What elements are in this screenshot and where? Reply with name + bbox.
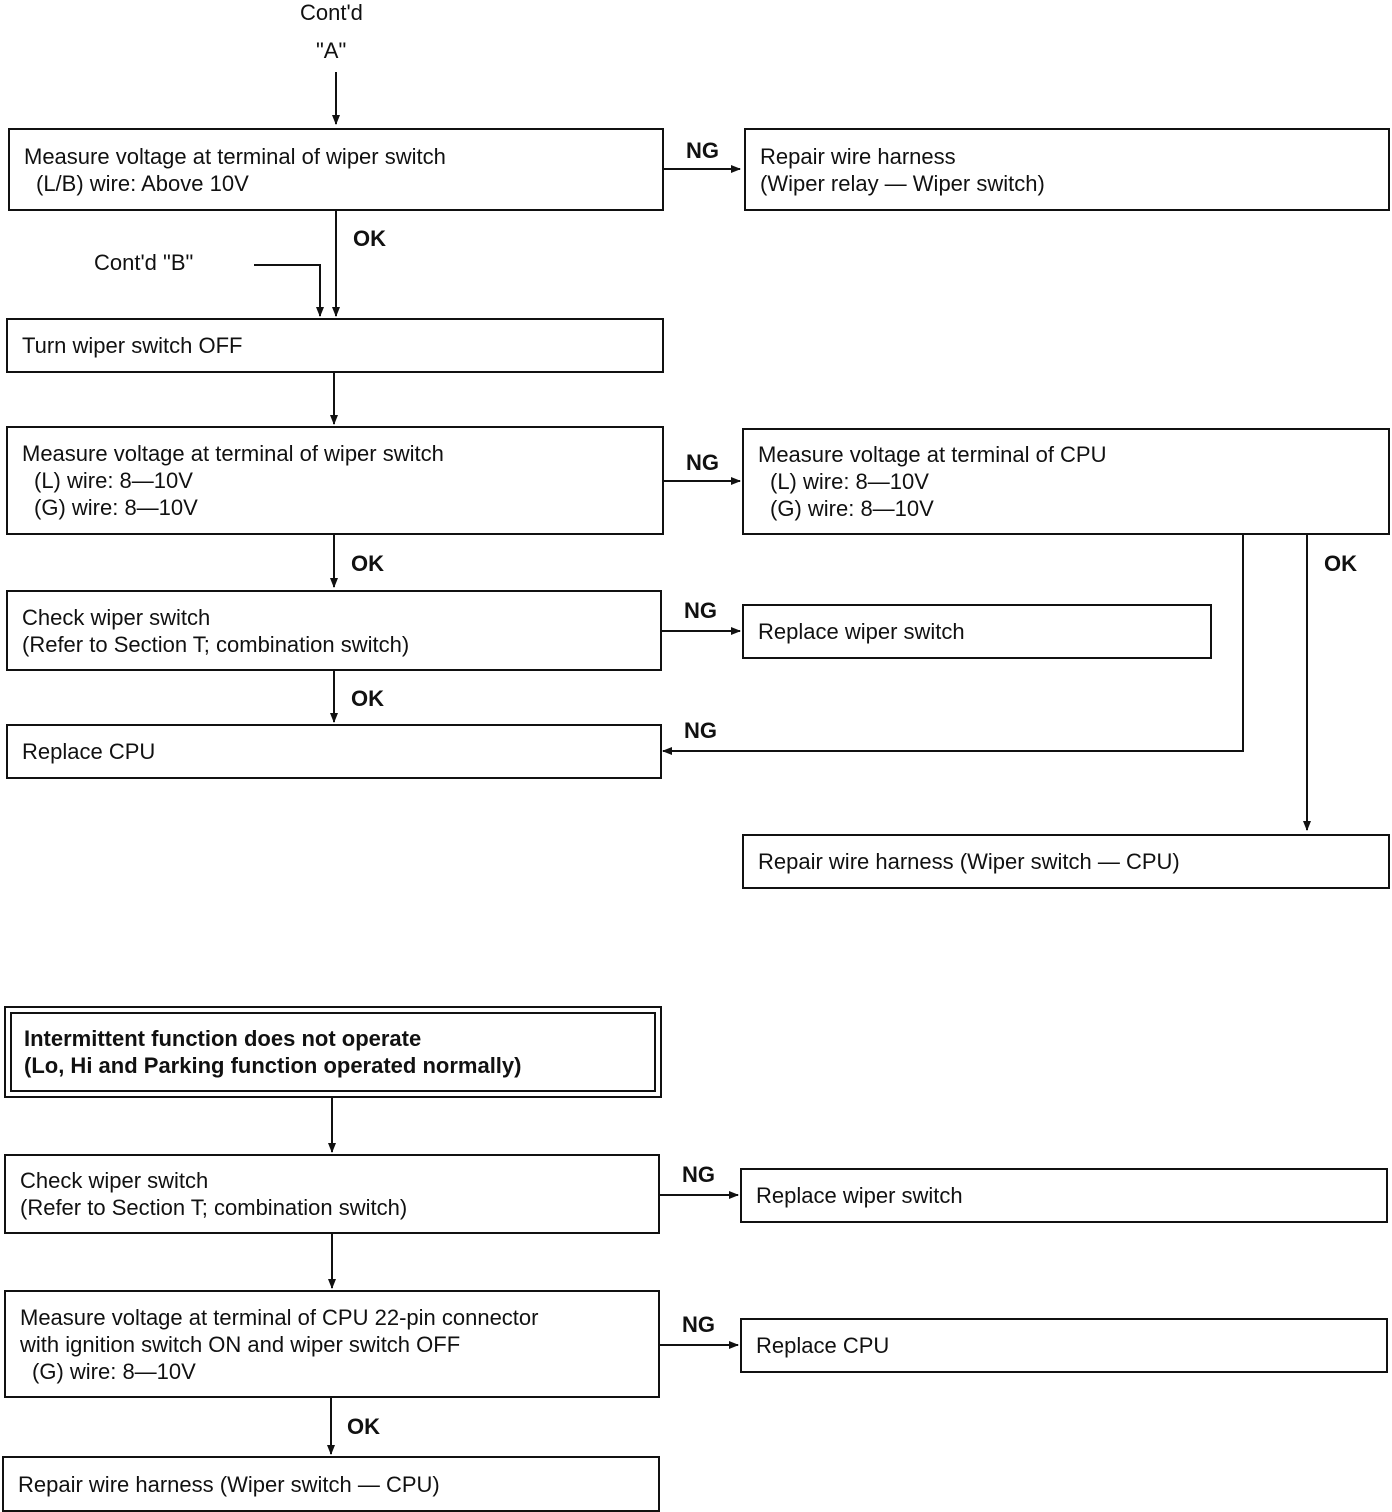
box-turn-off: Turn wiper switch OFF: [6, 318, 664, 373]
box-check-switch-1: Check wiper switch (Refer to Section T; …: [6, 590, 662, 671]
label-ok-2: OK: [351, 551, 384, 576]
box-repair-cpu-1: Repair wire harness (Wiper switch — CPU): [742, 834, 1390, 889]
label-ng-5: NG: [682, 1312, 715, 1337]
contd-a-label: Cont'd: [300, 0, 363, 25]
label-ng-4: NG: [682, 1162, 715, 1187]
label-ng-1: NG: [686, 138, 719, 163]
label-ok-1: OK: [353, 226, 386, 251]
box-measure-22pin: Measure voltage at terminal of CPU 22-pi…: [4, 1290, 660, 1398]
box-replace-cpu-1: Replace CPU: [6, 724, 662, 779]
label-ok-cpu: OK: [1324, 551, 1357, 576]
arrow-contd-b: [254, 264, 324, 317]
box-repair-relay: Repair wire harness (Wiper relay — Wiper…: [744, 128, 1390, 211]
contd-b-label: Cont'd "B": [94, 250, 194, 275]
label-ng-cpu: NG: [684, 718, 717, 743]
label-ng-3: NG: [684, 598, 717, 623]
box-replace-switch-2: Replace wiper switch: [740, 1168, 1388, 1223]
box-intermittent: Intermittent function does not operate (…: [4, 1006, 662, 1098]
contd-a-letter: "A": [316, 38, 347, 63]
box-measure-lb: Measure voltage at terminal of wiper swi…: [8, 128, 664, 211]
label-ng-2: NG: [686, 450, 719, 475]
box-replace-cpu-2: Replace CPU: [740, 1318, 1388, 1373]
box-replace-switch-1: Replace wiper switch: [742, 604, 1212, 659]
label-ok-4: OK: [347, 1414, 380, 1439]
box-repair-cpu-2: Repair wire harness (Wiper switch — CPU): [2, 1456, 660, 1512]
box-measure-cpu: Measure voltage at terminal of CPU (L) w…: [742, 428, 1390, 535]
label-ok-3: OK: [351, 686, 384, 711]
box-measure-lg: Measure voltage at terminal of wiper swi…: [6, 426, 664, 535]
arrow-cpu-ng: [662, 535, 1244, 755]
box-check-switch-2: Check wiper switch (Refer to Section T; …: [4, 1154, 660, 1234]
